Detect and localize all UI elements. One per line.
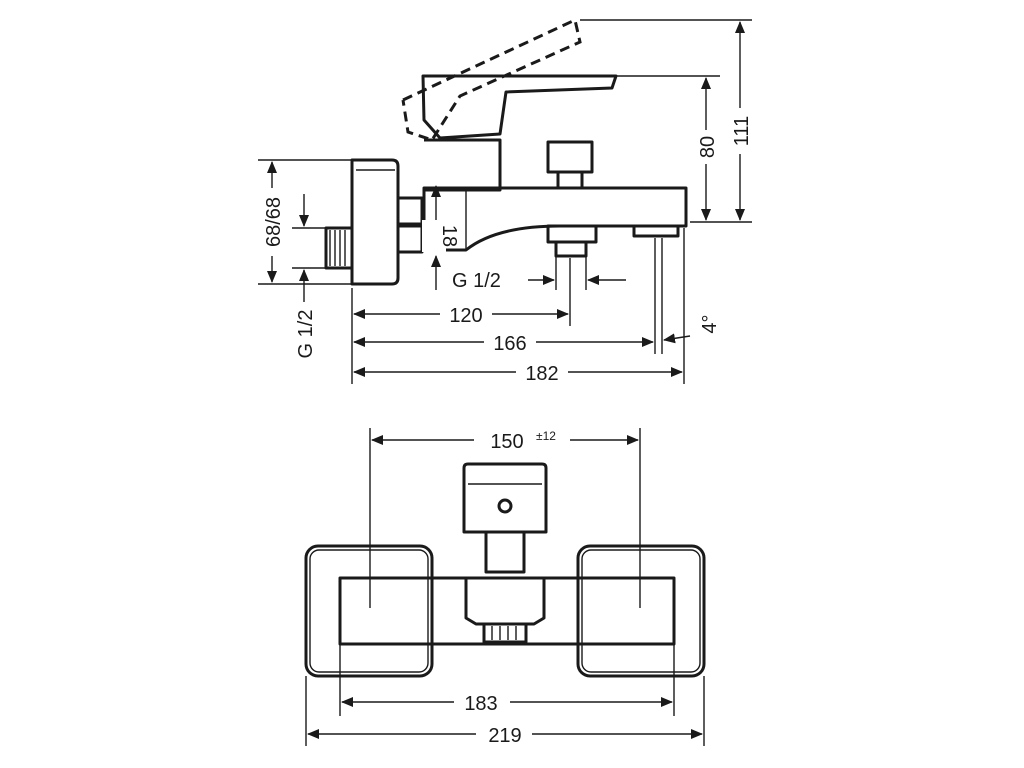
side-view: 111 80 68/68 G 1/2 18 G 1/2 xyxy=(258,17,753,385)
wall-rosette xyxy=(350,158,400,286)
dim-arrow-4deg xyxy=(663,333,691,344)
dim-label-inlet-thread: G 1/2 xyxy=(295,310,317,359)
front-center-block xyxy=(464,576,546,626)
eccentric-nut-bottom xyxy=(396,224,424,254)
eccentric-nut-top xyxy=(396,196,424,226)
front-lever xyxy=(462,462,548,534)
inlet-thread-lines xyxy=(329,230,346,266)
front-aerator-knurl xyxy=(491,626,517,640)
dim-label-183: 183 xyxy=(464,693,497,715)
shower-outlet xyxy=(546,224,598,244)
dim-label-111: 111 xyxy=(731,116,753,146)
shower-outlet-thread xyxy=(554,240,588,258)
dim-label-150: 150 xyxy=(490,431,523,453)
dim-label-80: 80 xyxy=(697,136,719,158)
front-view: 150 ±12 183 xyxy=(304,426,706,747)
dim-label-18: 18 xyxy=(438,225,460,247)
lever xyxy=(421,74,618,140)
dim-label-182: 182 xyxy=(525,363,558,385)
diverter-knob-cap xyxy=(546,140,594,174)
dim-label-120: 120 xyxy=(449,305,482,327)
lever-raised-dashed xyxy=(401,17,582,142)
lever-neck xyxy=(424,138,502,192)
dim-label-68-68: 68/68 xyxy=(263,197,285,247)
left-rosette xyxy=(304,544,434,678)
dim-label-166: 166 xyxy=(493,333,526,355)
dim-label-4deg: 4° xyxy=(699,314,721,333)
front-stem xyxy=(484,530,526,574)
dim-label-219: 219 xyxy=(488,725,521,747)
dim-label-outlet-thread: G 1/2 xyxy=(452,270,501,292)
dim-label-150-tolerance: ±12 xyxy=(536,429,556,443)
front-aerator-nut xyxy=(482,622,528,644)
front-body xyxy=(338,576,676,646)
spout-aerator xyxy=(632,224,680,238)
left-rosette-inner xyxy=(309,549,429,673)
lever-indicator xyxy=(497,498,513,514)
inlet-thread xyxy=(324,226,354,270)
right-rosette xyxy=(576,544,706,678)
diverter-knob-stem xyxy=(556,170,584,190)
right-rosette-inner xyxy=(581,549,701,673)
